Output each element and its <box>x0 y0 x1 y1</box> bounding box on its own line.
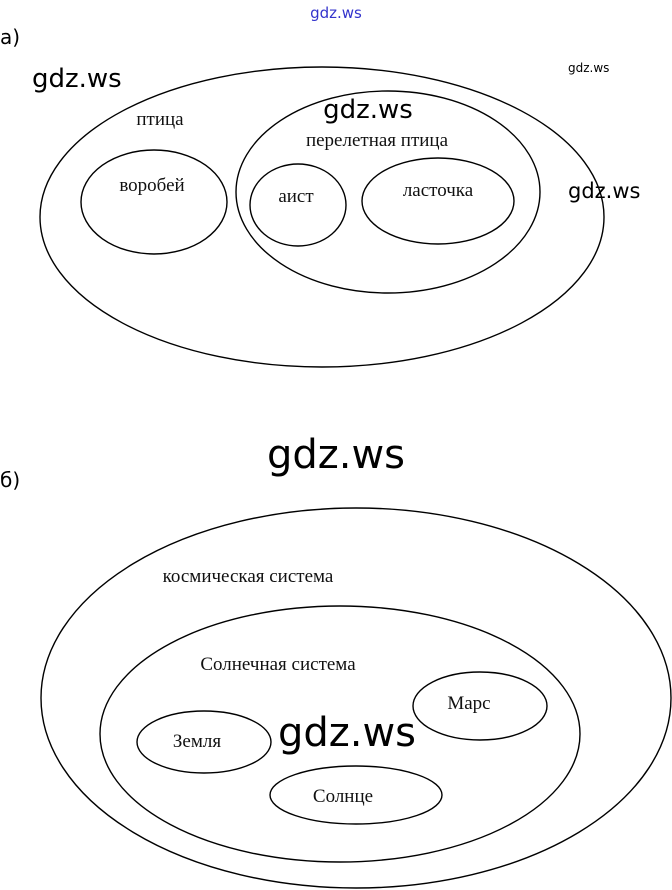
label-space-system: космическая система <box>163 566 334 587</box>
set-migratory-bird <box>235 90 541 294</box>
set-swallow <box>361 157 515 245</box>
set-bird <box>39 66 605 368</box>
part-b-label: б) <box>0 468 20 492</box>
watermark: gdz.ws <box>568 179 640 203</box>
label-migratory-bird: перелетная птица <box>306 130 449 151</box>
label-mars: Марс <box>447 693 490 714</box>
part-a-label: а) <box>0 25 20 49</box>
set-sparrow <box>80 149 228 255</box>
label-solar-system: Солнечная система <box>200 654 356 675</box>
watermark: gdz.ws <box>32 64 122 94</box>
set-stork <box>249 163 347 247</box>
label-swallow: ласточка <box>403 180 474 201</box>
watermark: gdz.ws <box>278 710 416 756</box>
watermark: gdz.ws <box>568 61 609 75</box>
watermark: gdz.ws <box>267 432 405 478</box>
label-sparrow: воробей <box>119 175 184 196</box>
set-sun <box>269 765 443 825</box>
label-sun: Солнце <box>313 786 373 807</box>
label-bird: птица <box>136 109 184 130</box>
label-earth: Земля <box>173 731 221 752</box>
watermark-link[interactable]: gdz.ws <box>310 4 362 22</box>
set-mars <box>412 671 548 741</box>
set-earth <box>136 710 272 774</box>
set-space-system <box>40 507 672 889</box>
label-stork: аист <box>278 186 314 207</box>
watermark: gdz.ws <box>323 95 413 125</box>
set-solar-system <box>99 605 581 863</box>
